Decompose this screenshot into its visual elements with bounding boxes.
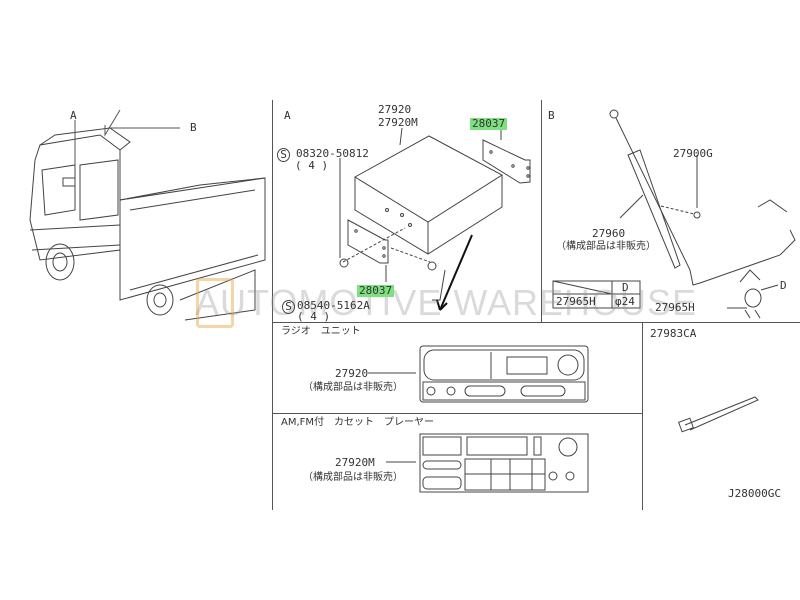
part-27920m[interactable]: 27920M [378, 116, 418, 129]
panel-b-title: B [548, 109, 555, 122]
screw-top-qty: ( 4 ) [295, 159, 329, 172]
radio-note: （構成部品は非販売） [303, 382, 403, 393]
screw-top-symbol: S [277, 148, 290, 162]
divider-radio [272, 413, 642, 414]
screw-bottom-qty: ( 4 ) [297, 310, 331, 323]
dim-table-value: φ24 [615, 295, 635, 308]
cassette-faceplate [419, 433, 589, 493]
cassette-panel-title: AM,FM付 カセット プレーヤー [281, 417, 435, 428]
watermark-logo [196, 278, 234, 328]
truck-label-b: B [190, 121, 197, 134]
divider-left [272, 100, 273, 510]
cassette-note: （構成部品は非販売） [303, 472, 403, 483]
bracket-top [482, 139, 531, 184]
part-08320-50812[interactable]: 08320-50812 [296, 147, 369, 160]
antenna [609, 109, 796, 319]
divider-mid [272, 322, 800, 323]
bracket-bottom [347, 219, 389, 264]
dim-table-part[interactable]: 27965H [556, 295, 596, 308]
part-27983ca[interactable]: 27983CA [650, 327, 697, 340]
part-27920[interactable]: 27920 [378, 103, 412, 116]
radio-panel-title: ラジオ ユニット [281, 326, 361, 337]
watermark-text: AUTOMOTIVE WAREHOUSE [195, 282, 698, 323]
radio-faceplate [419, 345, 589, 403]
part-08540-5162a[interactable]: 08540-5162A [297, 299, 370, 312]
dim-table [552, 280, 641, 309]
cable-tie [678, 396, 759, 433]
part-27900g[interactable]: 27900G [673, 147, 713, 160]
diagram-code: J28000GC [728, 487, 781, 500]
divider-right [642, 322, 643, 510]
part-27960[interactable]: 27960 [592, 227, 626, 240]
screw-bottom-symbol: S [282, 300, 295, 314]
part-27920-radio[interactable]: 27920 [335, 367, 369, 380]
truck-illustration [29, 109, 266, 321]
radio-box [354, 135, 503, 255]
part-27965h[interactable]: 27965H [655, 301, 695, 314]
clip-dim-label: D [780, 279, 787, 292]
antenna-note: （構成部品は非販売） [556, 241, 656, 252]
dim-table-header: D [622, 281, 629, 294]
truck-label-a: A [70, 109, 77, 122]
part-28037-bottom[interactable]: 28037 [357, 284, 395, 297]
part-27920m-cassette[interactable]: 27920M [335, 456, 375, 469]
part-28037-top[interactable]: 28037 [470, 117, 508, 130]
panel-a-title: A [284, 109, 291, 122]
divider-ab [541, 100, 542, 322]
